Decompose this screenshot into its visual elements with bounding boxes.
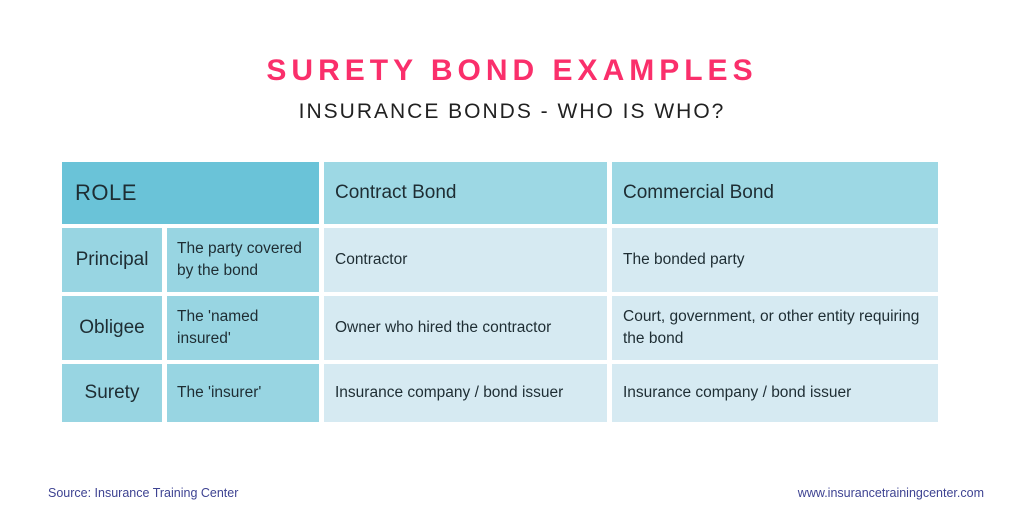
contract-bond-cell: Owner who hired the contractor [324, 296, 607, 360]
website-text: www.insurancetrainingcenter.com [797, 486, 984, 500]
commercial-bond-cell: Insurance company / bond issuer [612, 364, 938, 422]
role-definition-cell: The 'named insured' [167, 296, 319, 360]
role-name-cell: Surety [62, 364, 162, 422]
role-definition-cell: The party covered by the bond [167, 228, 319, 292]
source-text: Source: Insurance Training Center [48, 486, 239, 500]
commercial-bond-cell: Court, government, or other entity requi… [612, 296, 938, 360]
column-header-commercial-bond: Commercial Bond [612, 162, 938, 224]
page-subtitle: INSURANCE BONDS - WHO IS WHO? [298, 100, 726, 123]
contract-bond-cell: Insurance company / bond issuer [324, 364, 607, 422]
commercial-bond-cell: The bonded party [612, 228, 938, 292]
roles-table: ROLE Contract Bond Commercial Bond Princ… [62, 162, 938, 422]
column-header-contract-bond: Contract Bond [324, 162, 607, 224]
role-name-cell: Principal [62, 228, 162, 292]
contract-bond-cell: Contractor [324, 228, 607, 292]
role-definition-cell: The 'insurer' [167, 364, 319, 422]
role-name-cell: Obligee [62, 296, 162, 360]
page-title: SURETY BOND EXAMPLES [266, 54, 758, 87]
column-header-role: ROLE [62, 162, 319, 224]
